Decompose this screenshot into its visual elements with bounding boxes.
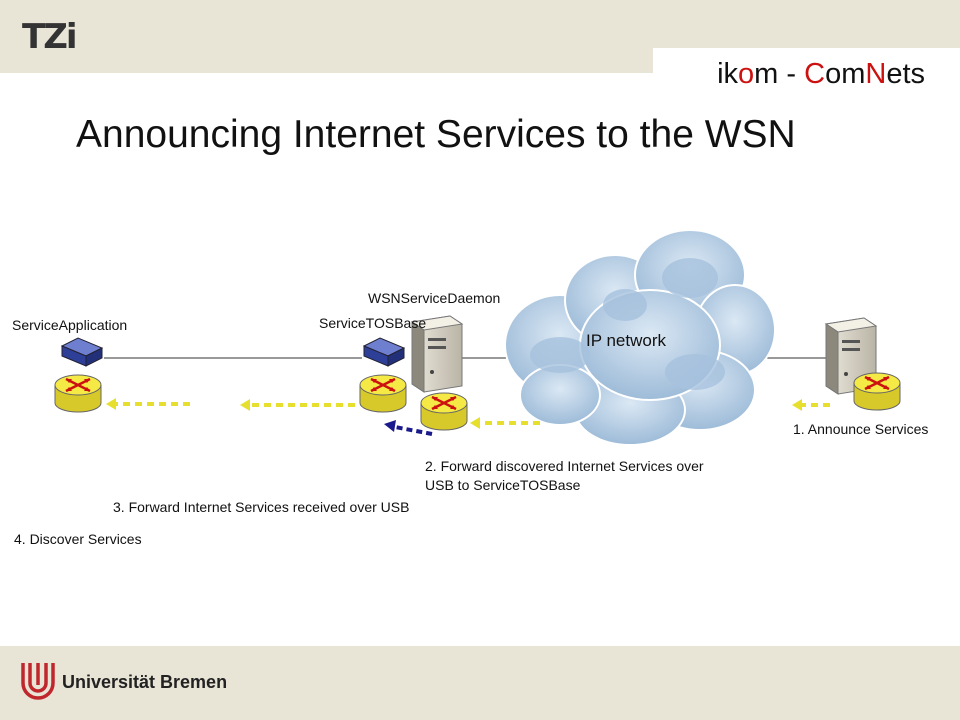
ip-network-cloud: [504, 229, 776, 446]
label-service-tos-base: ServiceTOSBase: [319, 315, 427, 331]
label-step-1: 1. Announce Services: [793, 421, 929, 437]
tzi-logo: TZi: [22, 17, 77, 57]
label-step-4: 4. Discover Services: [14, 531, 142, 547]
brand-tab: [653, 48, 960, 95]
router-icon-internet: [852, 371, 902, 412]
label-ip-network: IP network: [586, 331, 667, 350]
router-icon-application: [53, 373, 103, 414]
arrow-head-ip: [470, 417, 480, 429]
footer-bar: [0, 646, 960, 720]
label-wsn-service-daemon: WSNServiceDaemon: [368, 290, 501, 306]
label-step-3: 3. Forward Internet Services received ov…: [113, 499, 410, 515]
router-icon-daemon: [419, 391, 469, 432]
arrow-head-forward: [240, 399, 250, 411]
usb-stick-icon-tosbase: [363, 337, 405, 367]
slide-title: Announcing Internet Services to the WSN: [76, 113, 796, 156]
label-service-application: ServiceApplication: [12, 317, 128, 333]
university-name: Universität Bremen: [62, 672, 228, 692]
router-icon-tosbase: [358, 373, 408, 414]
org-name: ikom - ComNets: [717, 58, 925, 90]
arrow-head-announce: [792, 399, 802, 411]
usb-arrow: [394, 425, 433, 436]
arrow-head-discover: [106, 398, 116, 410]
usb-stick-icon-application: [61, 337, 103, 367]
label-step-2-line-2: USB to ServiceTOSBase: [425, 477, 581, 493]
university-logo-icon: [21, 663, 55, 700]
label-step-2-line-1: 2. Forward discovered Internet Services …: [425, 458, 704, 474]
